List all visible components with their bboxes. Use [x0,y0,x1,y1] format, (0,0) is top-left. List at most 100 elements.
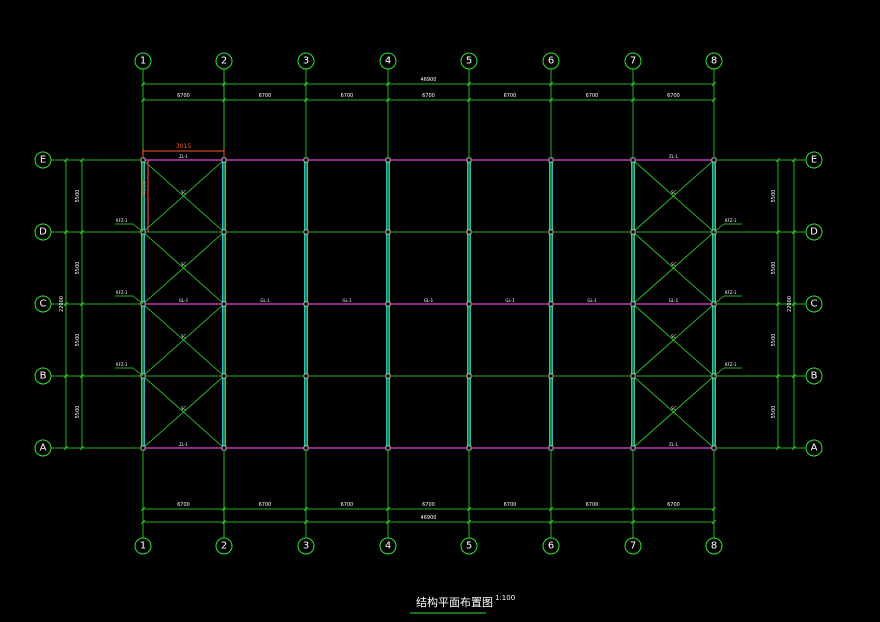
column-node [466,157,472,163]
axis-bubble-bottom-8: 8 [705,537,723,555]
dim-top-tick [630,81,636,87]
column-node [385,301,391,307]
dim-left-tick [79,445,85,451]
column-node [466,301,472,307]
dim-bottom-tick [711,506,717,512]
dim-left-span-label: 5500 [75,190,81,203]
axis-bubble-label: 6 [548,56,554,67]
axis-bubble-top-7: 7 [624,52,642,70]
dim-right-tick [775,373,781,379]
column-node [466,373,472,379]
axis-bubble-label: B [40,371,47,382]
column-node [466,445,472,451]
column-node [221,445,227,451]
dim-bottom-tick [303,519,309,525]
column-tag-right: KFZ-1 [725,362,737,367]
axis-bubble-right-E: E [805,151,823,169]
axis-bubble-circle [34,223,52,241]
dim-bottom-tick [630,506,636,512]
dim-bottom-span-label: 6700 [667,502,680,508]
dim-right-tick [791,301,797,307]
column-tag-leader-left [132,367,144,377]
column-tag-leader-right [713,295,725,305]
dim-bottom-total-label: 46900 [421,515,437,521]
brace-label-right: SC [671,406,677,411]
axis-bubble-label: D [39,227,47,238]
axis-bubble-circle [705,52,723,70]
column-tag-leader-right [713,367,725,377]
cross-bracing-right [632,375,715,449]
axis-bubble-circle [379,52,397,70]
columns-layer [140,157,717,451]
axis-bubble-circle [624,537,642,555]
dim-right-tick [775,445,781,451]
column-tag-leader-left [132,223,144,233]
column-node [303,301,309,307]
column-node [140,445,146,451]
dim-top-tick [630,97,636,103]
highlight-dim-horizontal-label: 3015 [176,143,191,150]
dim-bottom-tick [140,506,146,512]
beam-label-middle: GL-1 [179,298,189,303]
dim-left-total-label: 22000 [59,296,65,312]
dim-top-span-label: 6700 [586,93,599,99]
axis-bubble-circle [34,151,52,169]
column-node [385,373,391,379]
dim-bottom-span-label: 6700 [504,502,517,508]
dim-right-tick [791,229,797,235]
brace-label-right: SC [671,334,677,339]
dim-left-tick [79,301,85,307]
dim-left-tick [63,301,69,307]
cross-bracing-left [142,303,225,377]
dim-left-tick [63,157,69,163]
column-node [630,157,636,163]
axis-bubble-circle [134,52,152,70]
dim-bottom-tick [548,506,554,512]
axis-bubble-right-C: C [805,295,823,313]
dim-bottom-span-label: 6700 [341,502,354,508]
brace-label-right: SC [671,190,677,195]
cross-bracing-right [632,231,715,305]
column-node [221,229,227,235]
dim-top-tick [466,81,472,87]
dim-top-span-label: 6700 [259,93,272,99]
column-node [303,229,309,235]
axis-bubble-circle [805,439,823,457]
column-node [548,157,554,163]
beam-label-middle: GL-1 [260,298,270,303]
column-node [303,445,309,451]
column-node [385,157,391,163]
axis-bubble-circle [134,537,152,555]
dim-left-span-label: 5500 [75,262,81,275]
dim-bottom-tick [385,519,391,525]
dim-bottom-tick [630,519,636,525]
dim-bottom-tick [303,506,309,512]
cross-bracing-right [632,159,715,233]
beams-layer [143,159,714,449]
axis-bubble-label: 5 [466,541,472,552]
cross-bracing-left [142,375,225,449]
column-node [466,229,472,235]
axis-bubble-label: E [40,155,46,166]
axis-bubble-label: 1 [140,56,146,67]
axis-bubble-circle [215,537,233,555]
axis-bubble-circle [542,537,560,555]
cross-bracing-left [142,159,225,233]
dim-top-tick [385,81,391,87]
axis-bubble-label: 7 [630,56,636,67]
dim-left-tick [79,229,85,235]
drawing-scale: 1:100 [495,594,515,602]
axis-bubble-left-D: D [34,223,52,241]
dim-bottom-tick [711,519,717,525]
dim-bottom-span-label: 6700 [586,502,599,508]
beam-label-top-left: ZL-1 [179,154,188,159]
column-node [711,445,717,451]
dim-top-tick [711,97,717,103]
axis-bubble-bottom-5: 5 [460,537,478,555]
column-node [548,373,554,379]
axis-bubble-right-B: B [805,367,823,385]
axis-bubble-circle [460,537,478,555]
axis-bubble-circle [297,52,315,70]
